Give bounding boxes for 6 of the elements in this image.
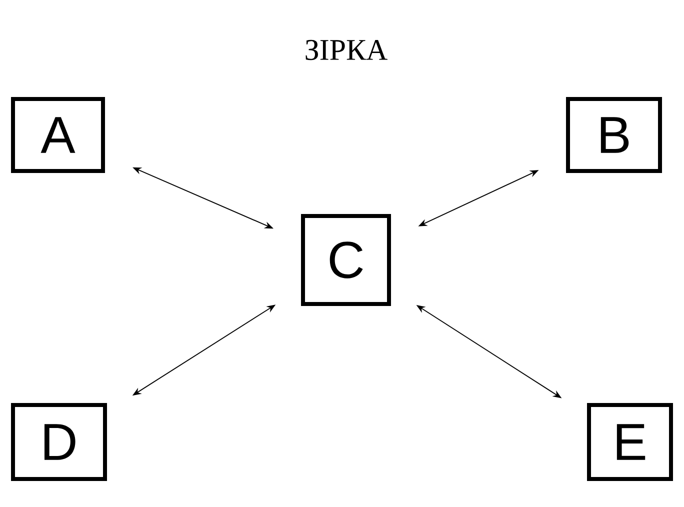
letter-box: D (11, 403, 107, 481)
letter-box: A (11, 97, 105, 173)
letter-box: B (566, 97, 662, 173)
title: ЗІРКА (306, 40, 388, 60)
letter-box: E (587, 403, 673, 481)
letter-box: C (301, 214, 391, 306)
